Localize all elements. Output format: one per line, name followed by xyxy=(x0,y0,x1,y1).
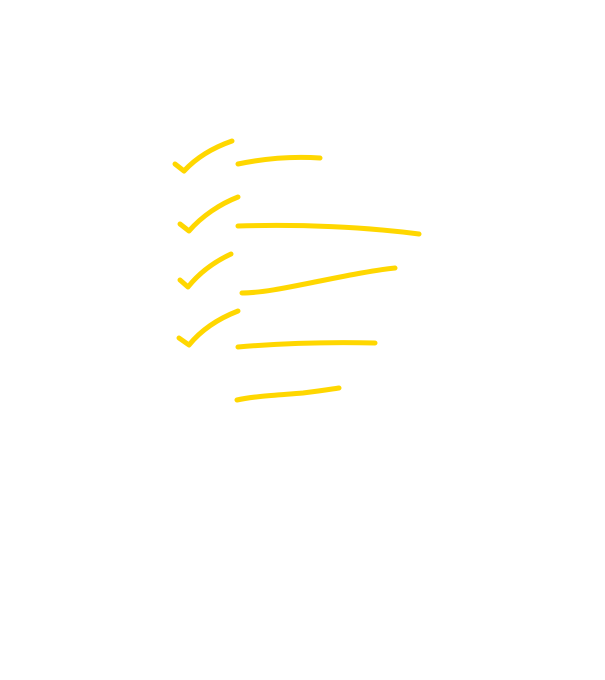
list-item-line xyxy=(239,265,398,296)
list-item-line xyxy=(234,385,342,403)
checkmark-icon xyxy=(172,138,235,174)
list-item-line xyxy=(235,340,378,350)
checkmark-icon xyxy=(177,194,241,234)
hand-drawn-checklist-icon xyxy=(172,138,422,403)
list-item-line xyxy=(235,222,422,237)
checkmark-icon xyxy=(177,251,234,290)
checkmark-icon xyxy=(176,308,241,348)
list-item-line xyxy=(235,154,323,167)
